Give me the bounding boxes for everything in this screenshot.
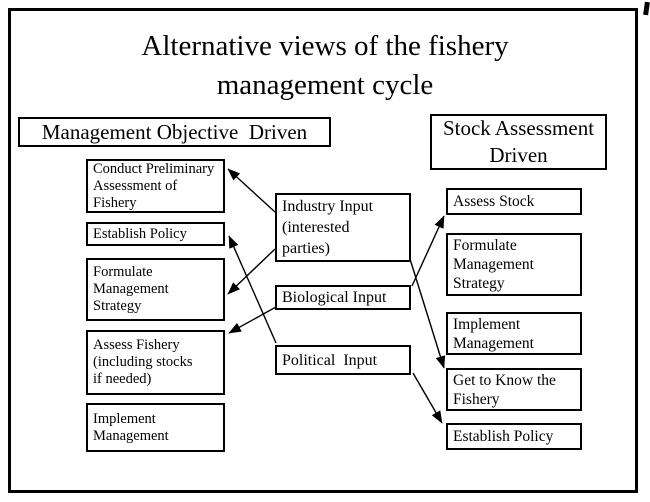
box-formulate-strategy-right: Formulate Management Strategy [446,233,582,296]
header-management-objective-driven: Management Objective Driven [18,117,331,147]
header-stock-assessment-driven: Stock Assessment Driven [430,114,607,170]
box-establish-policy-right: Establish Policy [446,423,582,450]
corner-mark [643,1,650,16]
box-assess-fishery: Assess Fishery (including stocks if need… [86,330,225,395]
box-implement-management-right: Implement Management [446,312,582,355]
box-political-input: Political Input [275,345,411,375]
box-implement-management-left: Implement Management [86,403,225,452]
box-formulate-strategy-left: Formulate Management Strategy [86,258,225,321]
box-get-to-know-fishery: Get to Know the Fishery [446,368,582,411]
box-biological-input: Biological Input [275,285,411,310]
box-industry-input: Industry Input (interested parties) [275,193,411,262]
box-conduct-preliminary-assessment: Conduct Preliminary Assessment of Fisher… [86,159,225,213]
box-establish-policy-left: Establish Policy [86,222,225,246]
slide-border [8,8,638,493]
box-assess-stock: Assess Stock [446,188,582,215]
slide-title: Alternative views of the fishery managem… [141,30,509,101]
